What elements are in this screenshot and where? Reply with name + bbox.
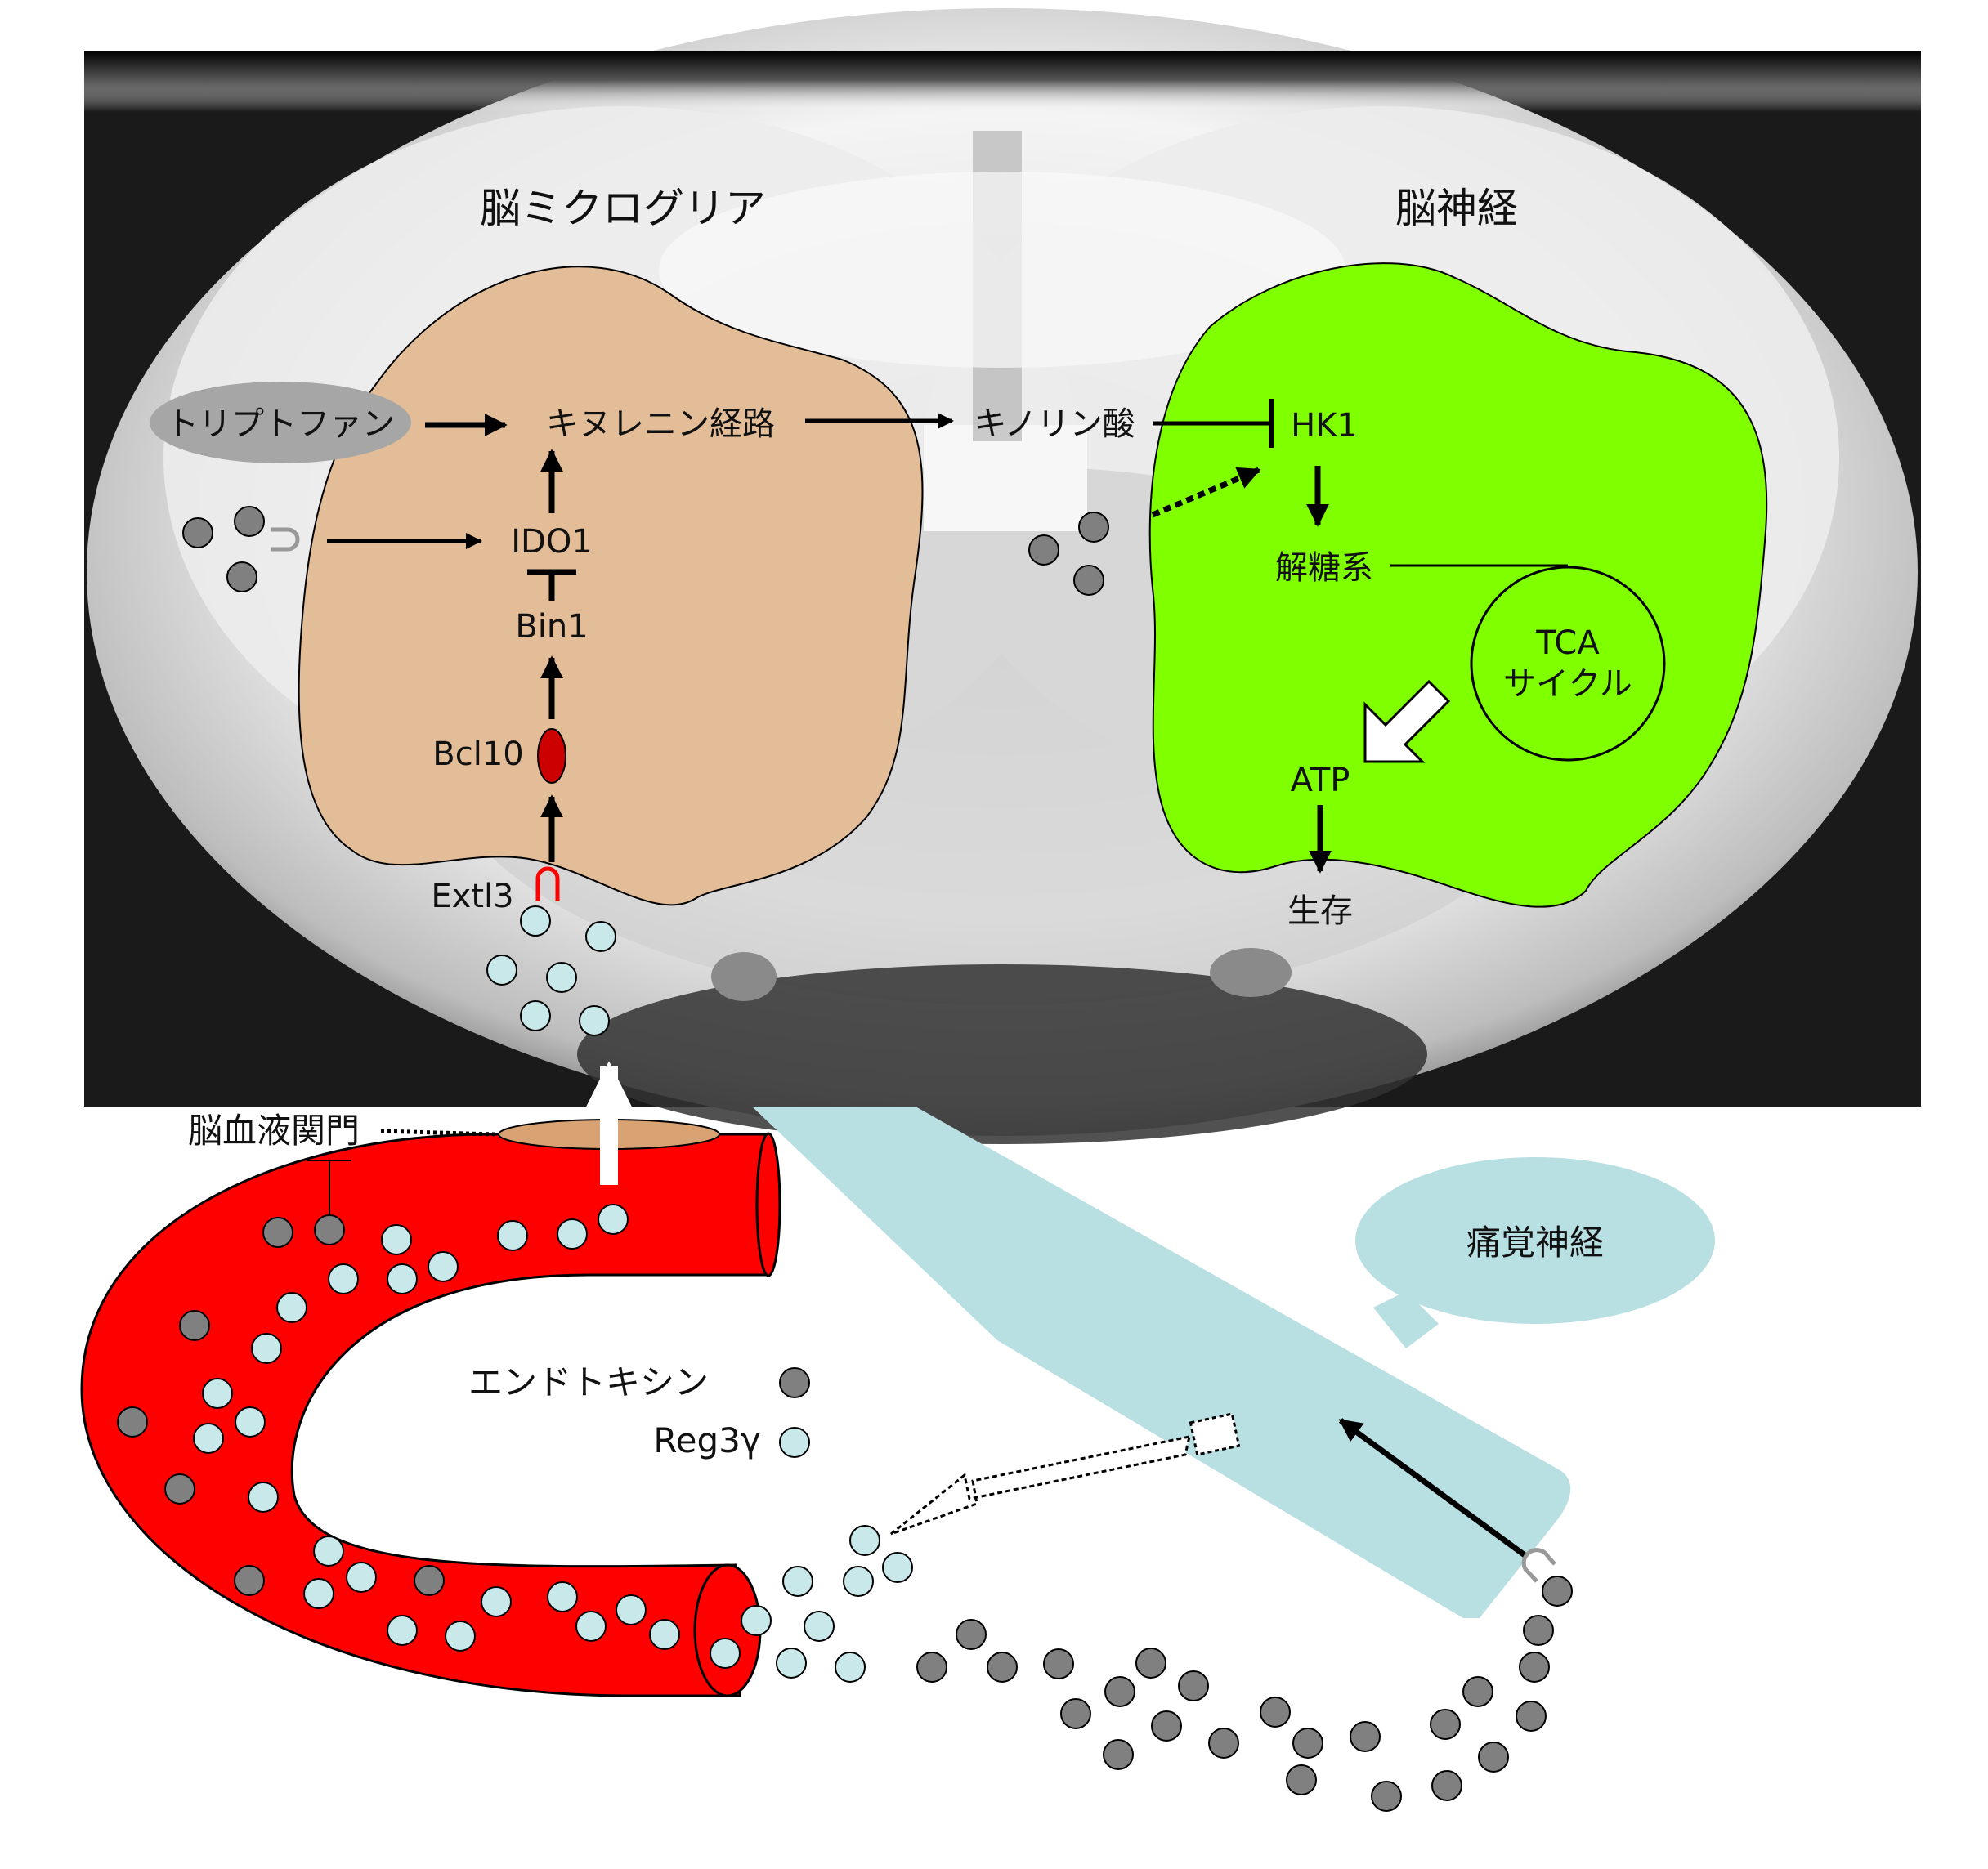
legend-endotoxin-dot bbox=[780, 1368, 809, 1397]
bin1-label: Bin1 bbox=[515, 608, 588, 646]
kynurenine-pathway-label: キヌレニン経路 bbox=[546, 405, 775, 443]
blood-vessel bbox=[82, 1134, 776, 1696]
pain-nerve-terminal-dotted bbox=[1190, 1414, 1238, 1455]
hk1-label: HK1 bbox=[1291, 407, 1358, 445]
extl3-label: Extl3 bbox=[431, 878, 513, 915]
reg3g-outside-vessel bbox=[741, 1526, 912, 1682]
survival-label: 生存 bbox=[1287, 892, 1353, 930]
tca-label-line2: サイクル bbox=[1503, 665, 1632, 703]
kynurenic-acid-label: キノリン酸 bbox=[974, 405, 1135, 443]
pain-nerve-to-vessel-dotted-arrow bbox=[891, 1437, 1189, 1534]
neuron-title: 脳神経 bbox=[1395, 185, 1518, 232]
ido1-label: IDO1 bbox=[511, 523, 593, 561]
microglia-title: 脳ミクログリア bbox=[480, 185, 766, 232]
legend-endotoxin-label: エンドトキシン bbox=[468, 1362, 709, 1402]
tca-label-line1: TCA bbox=[1535, 624, 1600, 662]
atp-label: ATP bbox=[1291, 762, 1350, 799]
bcl10-label: Bcl10 bbox=[432, 736, 523, 773]
tryptophan-label: トリプトファン bbox=[166, 405, 395, 443]
blood-vessel-top-opening bbox=[757, 1133, 780, 1276]
neuron-cell bbox=[1150, 263, 1767, 907]
glycolysis-label: 解糖系 bbox=[1275, 549, 1373, 587]
legend-reg3g-label: Reg3γ bbox=[653, 1420, 760, 1460]
pain-nerve-receptor bbox=[1524, 1550, 1555, 1581]
bcl10-ellipse bbox=[538, 729, 566, 783]
pain-nerve-label: 痛覚神経 bbox=[1466, 1223, 1604, 1263]
legend-reg3g-dot bbox=[780, 1428, 809, 1457]
blood-csf-barrier-label: 脳血液関門 bbox=[188, 1111, 360, 1151]
microglia-cell bbox=[299, 266, 923, 905]
